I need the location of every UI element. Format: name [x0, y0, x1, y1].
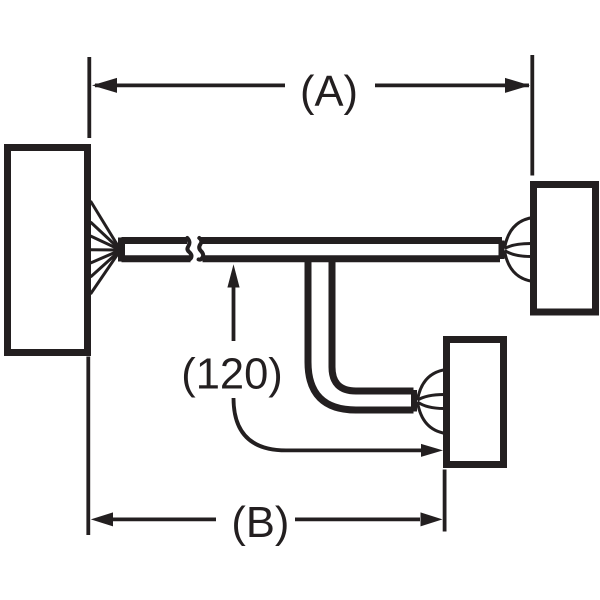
svg-text:(B): (B): [231, 499, 289, 547]
svg-text:(A): (A): [300, 68, 358, 116]
svg-text:(120): (120): [181, 350, 283, 398]
